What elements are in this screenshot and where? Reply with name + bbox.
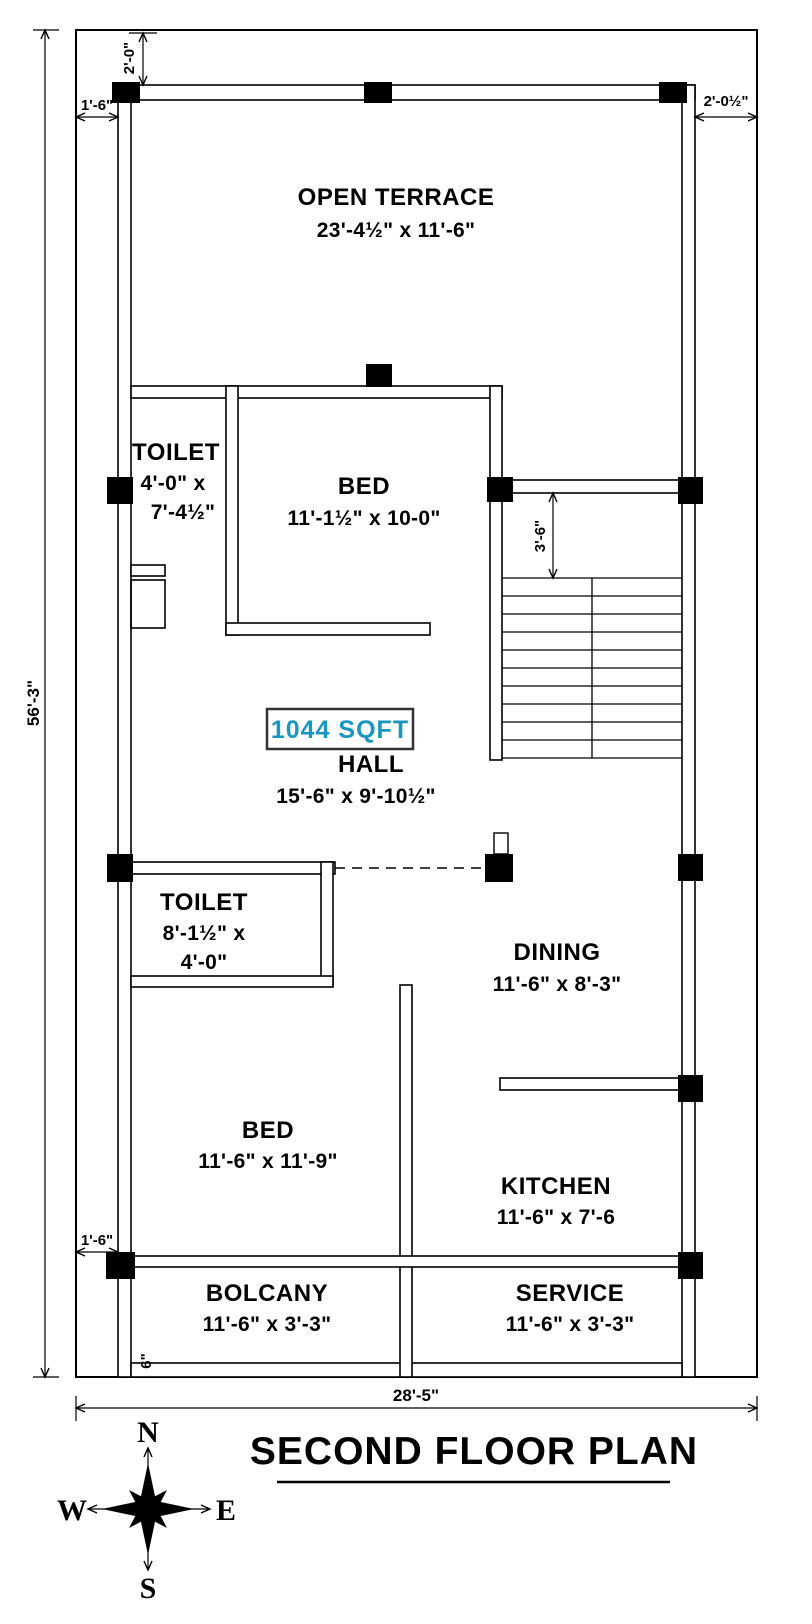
- dimension-terrace-setback: 2'-0": [121, 31, 157, 87]
- room-label-toilet-lower: TOILET 8'-1½" x 4'-0": [160, 889, 248, 974]
- bolcany-name: BOLCANY: [206, 1280, 328, 1307]
- column: [659, 82, 687, 103]
- wall-bed-upper-right: [489, 385, 503, 761]
- open-terrace-dims: 23'-4½" x 11'-6": [317, 219, 475, 242]
- column: [366, 364, 392, 387]
- column: [487, 477, 513, 502]
- door-jamb: [493, 832, 509, 855]
- area-badge-text: 1044 SQFT: [271, 716, 409, 744]
- toilet-lower-name: TOILET: [160, 889, 248, 916]
- drawing-title: SECOND FLOOR PLAN: [250, 1430, 698, 1484]
- room-label-bolcany: BOLCANY 11'-6" x 3'-3": [203, 1280, 332, 1336]
- compass-star-cardinal: [102, 1463, 194, 1555]
- shaft-box: [130, 579, 166, 629]
- wall-left: [117, 84, 132, 1378]
- dimension-bottom-overall: 28'-5": [74, 1386, 759, 1421]
- column: [106, 1252, 135, 1279]
- column: [112, 82, 140, 103]
- dimension-bottom-left-setback: 1'-6": [74, 1232, 120, 1257]
- hall-name: HALL: [338, 751, 404, 778]
- wall-balcony-top: [130, 1255, 683, 1268]
- room-label-toilet-upper: TOILET 4'-0" x 7'-4½": [132, 439, 220, 524]
- kitchen-dims: 11'-6" x 7'-6: [497, 1206, 615, 1229]
- room-label-dining: DINING 11'-6" x 8'-3": [493, 939, 622, 996]
- dim-stair-landing: 3'-6": [532, 520, 549, 552]
- bed-lower-dims: 11'-6" x 11'-9": [198, 1150, 338, 1173]
- service-dims: 11'-6" x 3'-3": [506, 1313, 635, 1336]
- column: [678, 1075, 703, 1102]
- room-label-kitchen: KITCHEN 11'-6" x 7'-6: [497, 1173, 615, 1229]
- column: [678, 477, 703, 504]
- room-label-hall: HALL 15'-6" x 9'-10½": [276, 751, 436, 808]
- dimension-right-setback: 2'-0½": [693, 93, 759, 129]
- dimension-left-overall: 56'-3": [24, 28, 59, 1379]
- drawing-title-text: SECOND FLOOR PLAN: [250, 1430, 698, 1473]
- area-badge: 1044 SQFT: [265, 707, 415, 751]
- compass-west-label: W: [57, 1494, 87, 1527]
- dim-wall-offset: 6": [138, 1353, 155, 1368]
- toilet-lower-dims2: 4'-0": [181, 951, 228, 974]
- area-badge-box: [265, 707, 415, 751]
- wall-toilet-upper-stub: [130, 564, 166, 577]
- wall-right: [681, 84, 696, 1378]
- toilet-upper-dims2: 7'-4½": [151, 501, 216, 524]
- dim-overall-width: 28'-5": [393, 1386, 439, 1405]
- dining-dims: 11'-6" x 8'-3": [493, 973, 622, 996]
- toilet-upper-name: TOILET: [132, 439, 220, 466]
- wall-terrace-bottom: [130, 385, 503, 399]
- wall-stairs-top: [501, 479, 684, 494]
- dimension-stair-landing: 3'-6": [532, 491, 558, 580]
- column: [485, 854, 513, 882]
- column: [364, 82, 392, 103]
- service-name: SERVICE: [516, 1280, 624, 1307]
- bed-lower-name: BED: [242, 1117, 294, 1144]
- bed-upper-name: BED: [338, 473, 390, 500]
- toilet-lower-dims1: 8'-1½" x: [163, 922, 246, 945]
- dimension-left-setback: 1'-6": [74, 97, 120, 122]
- open-terrace-name: OPEN TERRACE: [298, 184, 495, 211]
- wall-mid-vertical: [399, 984, 413, 1378]
- compass-rose: N S W E: [57, 1416, 236, 1605]
- column: [107, 854, 133, 882]
- toilet-upper-dims1: 4'-0" x: [141, 472, 206, 495]
- wall-toilet-lower-bottom: [130, 975, 334, 988]
- dining-name: DINING: [514, 939, 601, 966]
- room-label-service: SERVICE 11'-6" x 3'-3": [506, 1280, 635, 1336]
- room-label-bed-upper: BED 11'-1½" x 10-0": [287, 473, 440, 530]
- column: [107, 477, 133, 504]
- dim-terrace-setback: 2'-0": [121, 42, 138, 74]
- kitchen-name: KITCHEN: [501, 1173, 611, 1200]
- dim-left-setback: 1'-6": [81, 97, 113, 114]
- staircase: [502, 577, 682, 759]
- dim-right-setback: 2'-0½": [704, 93, 749, 110]
- compass-east-label: E: [216, 1494, 236, 1527]
- wall-kitchen-top: [499, 1077, 683, 1091]
- room-label-open-terrace: OPEN TERRACE 23'-4½" x 11'-6": [298, 184, 495, 242]
- wall-bed-upper-bottom: [225, 622, 431, 636]
- columns: [106, 82, 703, 1279]
- hall-dims: 15'-6" x 9'-10½": [276, 785, 436, 808]
- column: [678, 854, 703, 881]
- compass-north-label: N: [137, 1416, 159, 1449]
- wall-top: [117, 84, 696, 101]
- bolcany-dims: 11'-6" x 3'-3": [203, 1313, 332, 1336]
- bed-upper-dims: 11'-1½" x 10-0": [287, 507, 440, 530]
- dim-bottom-left-setback: 1'-6": [81, 1232, 113, 1249]
- dim-overall-height: 56'-3": [24, 680, 43, 726]
- compass-south-label: S: [140, 1572, 157, 1605]
- wall-bed-upper-left: [225, 385, 239, 636]
- wall-toilet-lower-right: [320, 861, 334, 986]
- wall-hall-south: [130, 861, 336, 875]
- room-label-bed-lower: BED 11'-6" x 11'-9": [198, 1117, 338, 1173]
- column: [678, 1252, 703, 1279]
